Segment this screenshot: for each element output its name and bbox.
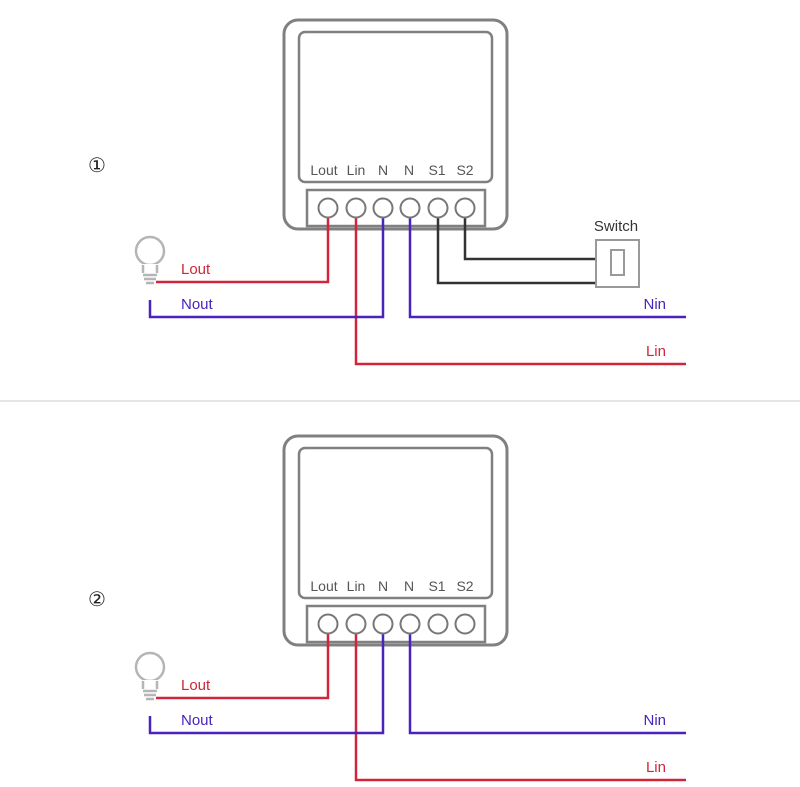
wire-lin: [354, 208, 686, 366]
wires: [148, 208, 686, 366]
wire-nin: [408, 624, 686, 735]
wire-label-lin: Lin: [646, 759, 666, 776]
wire-s2: [463, 208, 596, 261]
terminal-screw-n2: [399, 613, 421, 635]
wire-label-nout: Nout: [181, 296, 214, 313]
terminal-screw-lin: [345, 197, 367, 219]
wire-nin: [408, 208, 686, 319]
wire-label-nin: Nin: [643, 296, 666, 313]
bulb-icon: [134, 648, 166, 701]
terminal-label-s1: S1: [428, 162, 445, 178]
wire-lout: [156, 208, 330, 284]
terminal-label-n1: N: [378, 578, 388, 594]
terminal-screw-lin: [345, 613, 367, 635]
wire-label-lout: Lout: [181, 261, 211, 278]
terminal-label-lout: Lout: [310, 162, 337, 178]
switch-label: Switch: [594, 218, 638, 235]
terminal-label-s2: S2: [456, 578, 473, 594]
wire-label-lout: Lout: [181, 677, 211, 694]
relay-module: [282, 434, 509, 647]
wire-lin: [354, 624, 686, 782]
diagram-1: ① Lout Lin N N S1 S2: [88, 18, 686, 366]
terminal-labels: Lout Lin N N S1 S2: [310, 162, 473, 178]
terminal-label-n2: N: [404, 162, 414, 178]
wire-lout: [156, 624, 330, 700]
wire-label-nin: Nin: [643, 712, 666, 729]
terminal-label-s1: S1: [428, 578, 445, 594]
screw-terminals: [317, 197, 476, 219]
terminal-labels: Lout Lin N N S1 S2: [310, 578, 473, 594]
terminal-label-lin: Lin: [347, 578, 366, 594]
relay-module: [282, 18, 509, 231]
terminal-label-n2: N: [404, 578, 414, 594]
diagram-number-1: ①: [88, 153, 106, 177]
terminal-screw-s1: [427, 197, 449, 219]
terminal-screw-lout: [317, 197, 339, 219]
wires: [148, 624, 686, 782]
terminal-screw-n2: [399, 197, 421, 219]
screw-terminals: [317, 613, 476, 635]
terminal-screw-n1: [372, 613, 394, 635]
wall-switch: [595, 239, 640, 288]
wire-label-lin: Lin: [646, 343, 666, 360]
diagram-2: ② Lout Lin N N S1 S2: [88, 434, 686, 782]
terminal-label-lout: Lout: [310, 578, 337, 594]
terminal-screw-lout: [317, 613, 339, 635]
bulb-icon: [134, 232, 166, 285]
terminal-label-s2: S2: [456, 162, 473, 178]
terminal-label-lin: Lin: [347, 162, 366, 178]
wire-nout: [148, 624, 385, 735]
wire-nout: [148, 208, 385, 319]
wire-label-nout: Nout: [181, 712, 214, 729]
terminal-screw-n1: [372, 197, 394, 219]
wire-s1: [436, 208, 596, 285]
terminal-label-n1: N: [378, 162, 388, 178]
terminal-screw-s2: [454, 613, 476, 635]
terminal-screw-s1: [427, 613, 449, 635]
diagram-number-2: ②: [88, 587, 106, 611]
terminal-screw-s2: [454, 197, 476, 219]
